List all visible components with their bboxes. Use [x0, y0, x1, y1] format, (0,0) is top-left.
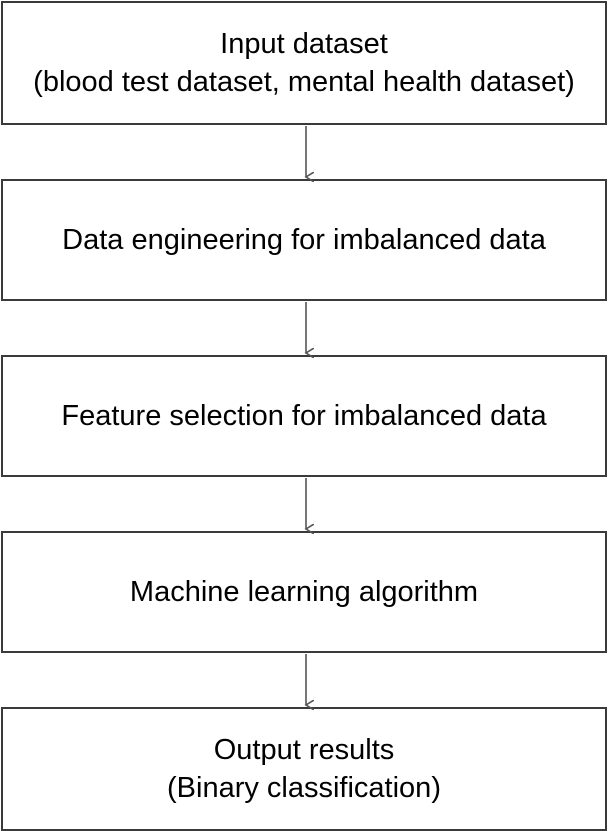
step-subtitle: (blood test dataset, mental health datas…	[33, 66, 575, 98]
step-subtitle: (Binary classification)	[167, 772, 441, 804]
step-title: Output results	[213, 733, 395, 766]
step-machine-learning: Machine learning algorithm	[1, 531, 607, 653]
step-title: Machine learning algorithm	[129, 575, 479, 608]
step-title: Feature selection for imbalanced data	[61, 399, 547, 432]
step-output-results: Output results (Binary classification)	[1, 707, 607, 831]
step-title: Input dataset	[220, 27, 388, 60]
step-title: Data engineering for imbalanced data	[62, 223, 546, 256]
step-input-dataset: Input dataset (blood test dataset, menta…	[1, 1, 607, 125]
step-data-engineering: Data engineering for imbalanced data	[1, 179, 607, 301]
step-feature-selection: Feature selection for imbalanced data	[1, 355, 607, 477]
